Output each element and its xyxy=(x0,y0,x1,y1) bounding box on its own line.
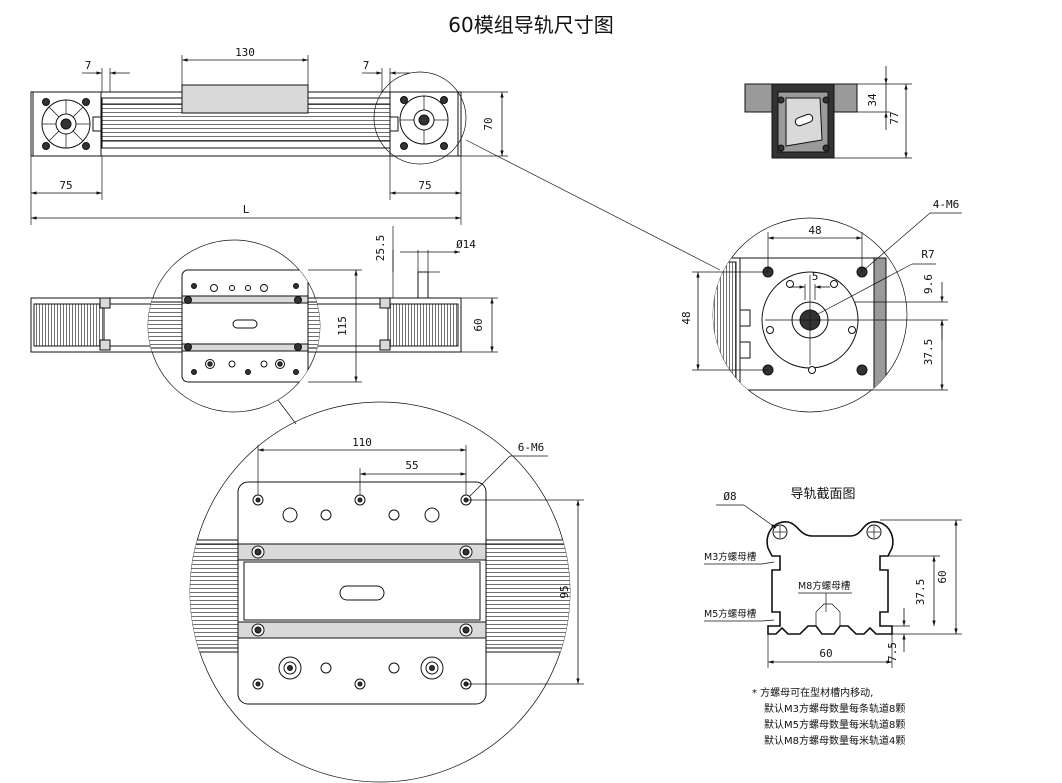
top-view: 130 7 7 75 75 L 70 xyxy=(30,46,721,271)
dim-37-5-end: 37.5 xyxy=(922,339,935,366)
end-view: 34 77 xyxy=(744,66,912,159)
note-4: 默认M8方螺母数量每米轨道4颗 xyxy=(764,734,905,747)
drawing-title: 60模组导轨尺寸图 xyxy=(448,13,613,37)
dim-37-5-section: 37.5 xyxy=(914,579,927,606)
label-m8-slot: M8方螺母槽 xyxy=(798,580,851,592)
dim-130: 130 xyxy=(235,46,255,59)
dim-55: 55 xyxy=(405,459,418,472)
dim-dia-8: Ø8 xyxy=(723,490,736,503)
dim-L: L xyxy=(243,203,250,216)
dim-7-right: 7 xyxy=(363,59,370,72)
dim-77: 77 xyxy=(888,111,901,124)
dim-115: 115 xyxy=(336,316,349,336)
note-1: * 方螺母可在型材槽内移动, xyxy=(752,686,873,699)
section-title: 导轨截面图 xyxy=(790,487,855,502)
dim-110: 110 xyxy=(352,436,372,449)
dim-9-6: 9.6 xyxy=(922,274,935,294)
dim-48-vertical: 48 xyxy=(680,311,693,324)
dim-95: 95 xyxy=(558,585,571,598)
note-3: 默认M5方螺母数量每米轨道8颗 xyxy=(764,718,905,731)
dim-48-horizontal: 48 xyxy=(808,224,821,237)
dim-5: 5 xyxy=(812,270,819,283)
dim-60-section-vertical: 60 xyxy=(936,570,949,583)
dim-60-section-horizontal: 60 xyxy=(819,647,832,660)
dim-60-side: 60 xyxy=(472,318,485,331)
label-m3-slot: M3方螺母槽 xyxy=(704,551,757,563)
dim-7-5: 7.5 xyxy=(886,642,899,662)
label-r7: R7 xyxy=(921,248,934,261)
end-detail-view: 48 4-M6 R7 5 9.6 37.5 48 xyxy=(680,198,962,413)
dim-25-5: 25.5 xyxy=(374,235,387,262)
label-6-m6: 6-M6 xyxy=(518,441,545,454)
side-view: 25.5 Ø14 115 60 xyxy=(30,226,498,425)
dim-dia-14: Ø14 xyxy=(456,238,476,251)
label-m5-slot: M5方螺母槽 xyxy=(704,608,757,620)
rail-section-view: 导轨截面图 Ø8 M3方螺母槽 M8方螺母槽 M5方螺母槽 60 37.5 7.… xyxy=(704,487,962,747)
dim-75-left: 75 xyxy=(59,179,72,192)
dim-34: 34 xyxy=(866,93,879,107)
carriage-detail-view: 110 55 6-M6 95 xyxy=(189,401,584,783)
note-2: 默认M3方螺母数量每条轨道8颗 xyxy=(764,702,905,715)
label-4-m6: 4-M6 xyxy=(933,198,960,211)
dim-70: 70 xyxy=(482,117,495,130)
dim-75-right: 75 xyxy=(418,179,431,192)
dim-7-left: 7 xyxy=(85,59,92,72)
